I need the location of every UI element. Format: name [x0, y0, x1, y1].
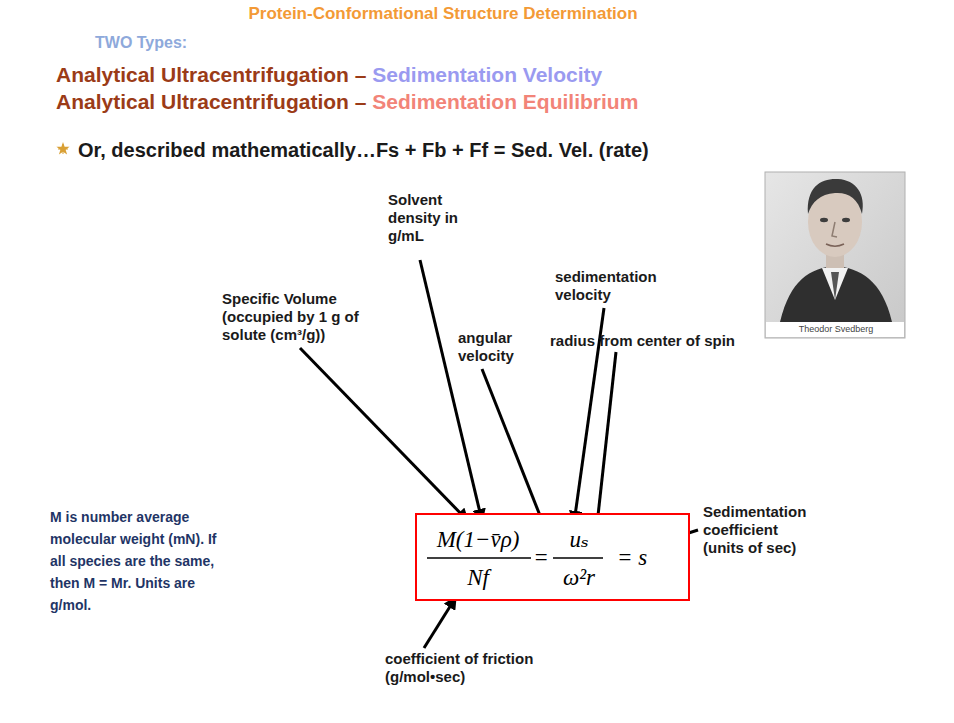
leader-line	[420, 260, 482, 521]
equation-numerator: M(1−v̄ρ)	[422, 527, 534, 553]
equation-sign: =	[532, 545, 550, 571]
bullet-text: Or, described mathematically…Fs + Fb + F…	[78, 138, 649, 162]
callout-label: angular velocity	[458, 329, 530, 365]
equation-result: = s	[607, 545, 657, 571]
heading-line: Analytical Ultracentrifugation – Sediment…	[56, 90, 638, 114]
callout-label: Solvent density in g/mL	[388, 191, 478, 245]
photo-caption: Theodor Svedberg	[770, 324, 902, 335]
bullet-star	[56, 142, 69, 155]
method-type: Sedimentation Velocity	[372, 63, 602, 86]
method-name: Analytical Ultracentrifugation –	[56, 90, 366, 113]
callout-label: coefficient of friction (g/mol•sec)	[385, 650, 537, 686]
fraction-bars	[415, 513, 690, 601]
note-text: M is number average molecular weight (mN…	[50, 506, 226, 616]
method-type: Sedimentation Equilibrium	[372, 90, 638, 113]
equation-numerator: uₛ	[551, 527, 607, 553]
leader-line	[300, 348, 468, 521]
subheading: TWO Types:	[95, 33, 187, 52]
equation-denominator: ω²r	[551, 565, 607, 591]
equation-box: M(1−v̄ρ) Nf=uₛ ω²r= s	[415, 513, 690, 601]
portrait-photo	[765, 172, 905, 338]
slide-title: Protein-Conformational Structure Determi…	[150, 4, 736, 24]
leader-line	[424, 597, 456, 648]
callout-label: radius from center of spin	[550, 332, 735, 350]
fraction-bar	[427, 557, 531, 559]
callout-label: Specific Volume (occupied by 1 g of solu…	[222, 290, 394, 344]
callout-label: Sedimentation coefficient (units of sec)	[703, 503, 821, 557]
heading-line: Analytical Ultracentrifugation – Sediment…	[56, 63, 602, 87]
callout-label: sedimentation velocity	[555, 268, 667, 304]
equation-denominator: Nf	[422, 565, 534, 591]
fraction-bar	[553, 557, 603, 559]
method-name: Analytical Ultracentrifugation –	[56, 63, 366, 86]
